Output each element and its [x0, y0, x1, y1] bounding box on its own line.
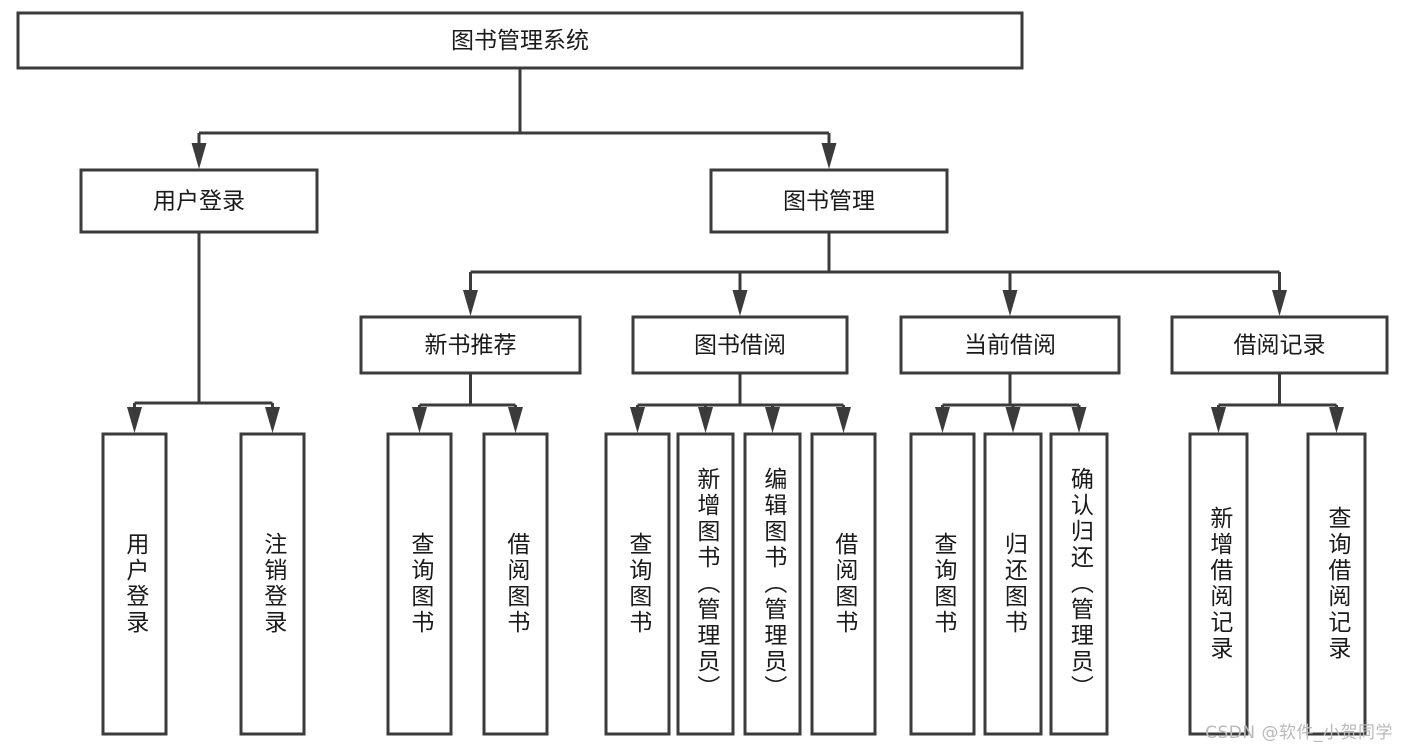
arrow-head-icon	[765, 407, 780, 433]
watermark-text: CSDN @软件_小贺同学	[1205, 723, 1393, 743]
arrow-head-icon	[1005, 407, 1021, 433]
arrow-head-icon	[412, 407, 427, 433]
node-box-new-book-rec[interactable]	[359, 315, 582, 375]
node-box-leaf-borrow-book-rec[interactable]	[482, 432, 549, 736]
node-box-leaf-confirm-return[interactable]	[1049, 432, 1109, 736]
node-label-root: 图书管理系统	[451, 28, 589, 54]
arrow-head-icon	[463, 290, 478, 316]
node-box-leaf-query-book-cur[interactable]	[909, 432, 976, 736]
node-box-leaf-query-record[interactable]	[1306, 432, 1367, 736]
arrow-head-icon	[191, 143, 207, 169]
node-label-current-borrow: 当前借阅	[964, 333, 1056, 359]
node-box-current-borrow[interactable]	[899, 315, 1121, 375]
node-box-leaf-add-book[interactable]	[676, 432, 735, 736]
node-label-book-borrow: 图书借阅	[694, 333, 786, 359]
node-box-leaf-edit-book[interactable]	[743, 432, 802, 736]
node-box-leaf-query-book-rec[interactable]	[386, 432, 453, 736]
arrow-head-icon	[821, 143, 837, 169]
arrow-head-icon	[1002, 290, 1018, 316]
node-box-user-login[interactable]	[79, 168, 319, 234]
node-box-leaf-add-record[interactable]	[1188, 432, 1249, 736]
node-box-book-borrow[interactable]	[631, 315, 849, 375]
arrow-head-icon	[630, 407, 645, 433]
node-box-borrow-record[interactable]	[1170, 315, 1389, 375]
node-box-leaf-user-login[interactable]	[101, 432, 168, 736]
node-label-new-book-rec: 新书推荐	[425, 333, 517, 359]
arrow-head-icon	[1329, 407, 1344, 433]
edge-layer	[127, 68, 1344, 433]
node-box-leaf-borrow-book[interactable]	[810, 432, 877, 736]
arrow-head-icon	[732, 290, 748, 316]
arrow-head-icon	[1272, 290, 1287, 316]
arrow-head-icon	[1071, 407, 1087, 433]
node-box-book-mgmt[interactable]	[709, 168, 949, 234]
node-box-leaf-return-book[interactable]	[983, 432, 1043, 736]
node-box-leaf-query-book-borrow[interactable]	[604, 432, 671, 736]
arrow-head-icon	[127, 407, 142, 433]
node-box-leaf-logout[interactable]	[239, 432, 306, 736]
node-label-borrow-record: 借阅记录	[1234, 333, 1326, 359]
node-box-root[interactable]	[16, 11, 1024, 70]
arrow-head-icon	[508, 407, 523, 433]
arrow-head-icon	[1211, 407, 1226, 433]
arrow-head-icon	[265, 407, 280, 433]
node-label-user-login: 用户登录	[153, 189, 245, 215]
node-label-book-mgmt: 图书管理	[783, 189, 875, 215]
arrow-head-icon	[935, 407, 950, 433]
arrow-head-icon	[698, 407, 713, 433]
arrow-head-icon	[836, 407, 851, 433]
